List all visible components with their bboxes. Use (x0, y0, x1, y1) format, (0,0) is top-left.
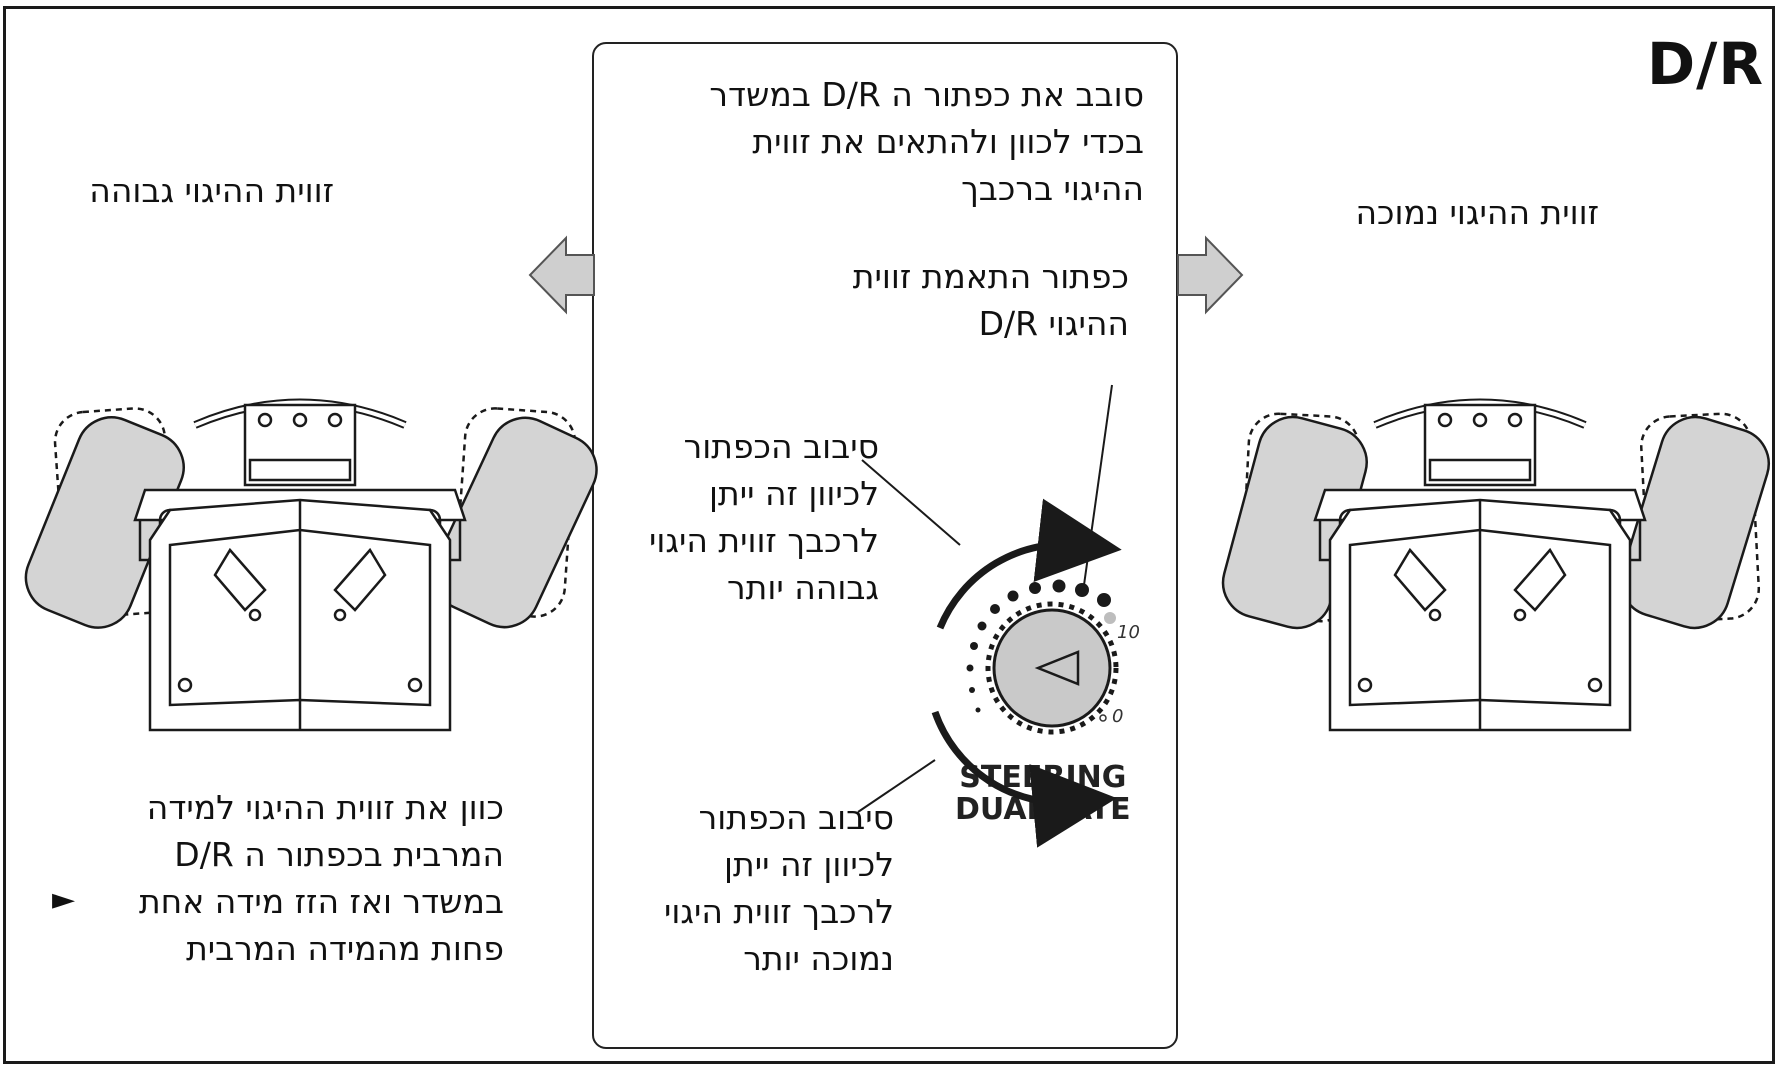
tire-right (431, 416, 598, 629)
rotate-low-arrow (931, 710, 1117, 848)
dial-min-number: 0 (1112, 706, 1124, 727)
panel-intro-text: סובב את כפתור ה D/R במשדר בכדי לכוון ולה… (709, 75, 1144, 208)
dial-knob (992, 608, 1112, 728)
vehicle-high-angle (24, 398, 598, 732)
diagram-frame (3, 6, 1775, 1064)
dial-max-number: 10 (1117, 622, 1140, 643)
left-arrow-icon (528, 235, 595, 315)
rotate-high-leader (861, 459, 961, 546)
rotate-low-leader (857, 759, 936, 813)
rotate-low-text: סיבוב הכפתור לכיוון זה ייתן לרכבך זווית … (663, 798, 894, 978)
rotate-high-arrow (936, 498, 1122, 630)
page-title: D/R (1647, 30, 1764, 98)
low-angle-label: זווית ההיגוי נמוכה (1355, 193, 1599, 232)
knob-label: כפתור התאמת זווית ההיגוי D/R (852, 257, 1129, 343)
right-arrow-icon (1177, 235, 1244, 315)
pointer-arrow-icon: ► (52, 882, 76, 917)
dual-rate-dial (857, 384, 1122, 848)
vehicle-low-angle (1221, 398, 1770, 732)
dial-pointer-icon (1034, 650, 1080, 686)
tire-right (1619, 415, 1770, 630)
knob-label-leader (1083, 384, 1113, 586)
adjust-instruction: כוון את זווית ההיגוי למידה המרבית בכפתור… (138, 788, 504, 968)
high-angle-label: זווית ההיגוי גבוהה (89, 171, 334, 210)
dial-dots (966, 579, 1116, 722)
rotate-high-text: סיבוב הכפתור לכיוון זה ייתן לרכבך זווית … (648, 427, 879, 607)
